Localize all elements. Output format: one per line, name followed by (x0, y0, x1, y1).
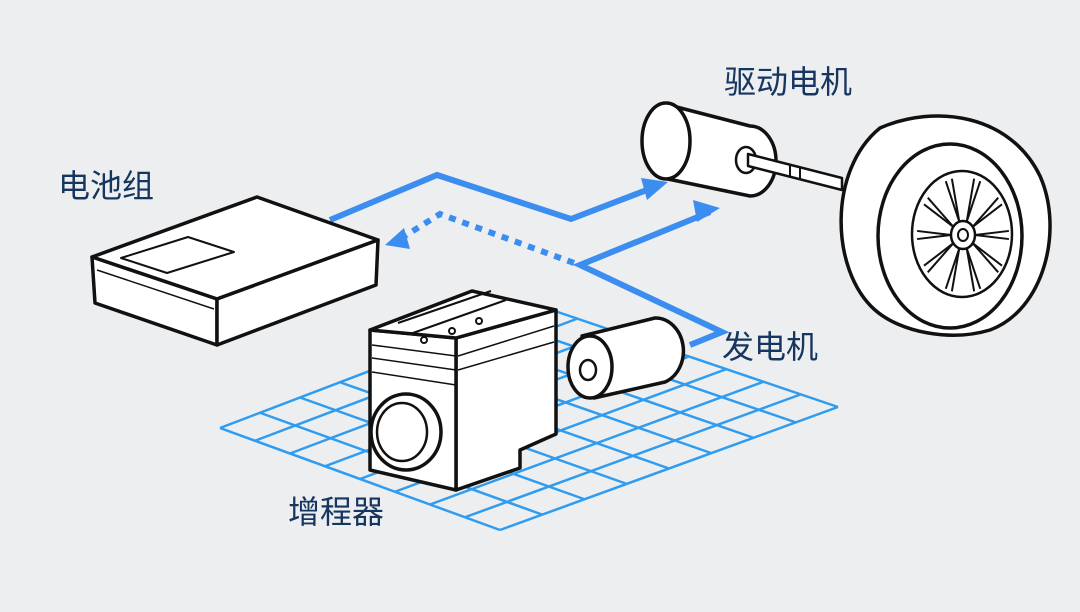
engine-bolt (448, 327, 456, 335)
drive-motor (640, 101, 844, 198)
engine-side-lines (457, 325, 555, 371)
grid-line (464, 393, 802, 519)
wheel-spoke (971, 242, 999, 273)
wheel-hub-center (957, 228, 969, 242)
range-extender-label: 增程器 (288, 493, 385, 531)
engine-flywheel (375, 401, 429, 463)
battery-side (215, 238, 380, 347)
grid-line (499, 405, 839, 532)
battery-pack-label: 电池组 (58, 167, 155, 205)
wheel (839, 114, 1052, 337)
wheel-spoke (950, 178, 961, 222)
wheel-spoke (923, 242, 954, 267)
engine-top-groove (397, 290, 507, 335)
generator-label: 发电机 (722, 328, 819, 366)
wheel-spoke (916, 229, 952, 236)
engine-front-lines (371, 344, 457, 386)
wheel-spoke (965, 248, 976, 292)
generator-shaft (578, 358, 598, 382)
wheel-spoke (927, 197, 955, 228)
battery-top-plate (120, 236, 235, 274)
flow-generator-to-motor (572, 209, 730, 348)
energy-flow-lines (328, 171, 730, 348)
wheel-spoke (927, 242, 955, 273)
grid-line (539, 304, 839, 409)
arrowhead-upper (641, 178, 668, 200)
wheel-spoke (965, 180, 982, 223)
wheel-spoke (944, 247, 961, 290)
wheel-spokes (916, 178, 1010, 292)
wheel-spoke (916, 234, 952, 241)
generator (566, 316, 686, 400)
wheel-spoke (944, 180, 961, 223)
drive-shaft-joint (789, 165, 801, 179)
battery-front-edge (96, 269, 215, 310)
wheel-spoke (971, 197, 999, 228)
wheel-spoke (923, 203, 954, 228)
drive-motor-label: 驱动电机 (724, 63, 853, 101)
flow-regen-to-battery (398, 210, 576, 266)
wheel-spoke (972, 203, 1003, 228)
range-extender-engine (368, 289, 558, 492)
wheel-spoke (965, 247, 982, 290)
arrowhead-battery (385, 228, 410, 249)
engine-bolt (420, 336, 428, 344)
drive-shaft (746, 152, 844, 192)
motor-end-cap (640, 101, 692, 181)
engine-bolt (475, 317, 483, 325)
flow-battery-to-motor (328, 171, 654, 223)
wheel-spoke (950, 248, 961, 292)
wheel-spoke (965, 178, 976, 222)
wheel-spoke (974, 234, 1010, 241)
battery-pack (90, 195, 380, 347)
grid-line (429, 380, 764, 506)
arrowhead-lower (693, 200, 720, 222)
flow-arrowheads (385, 178, 720, 249)
wheel-spoke (974, 229, 1010, 236)
wheel-spoke (972, 242, 1003, 267)
